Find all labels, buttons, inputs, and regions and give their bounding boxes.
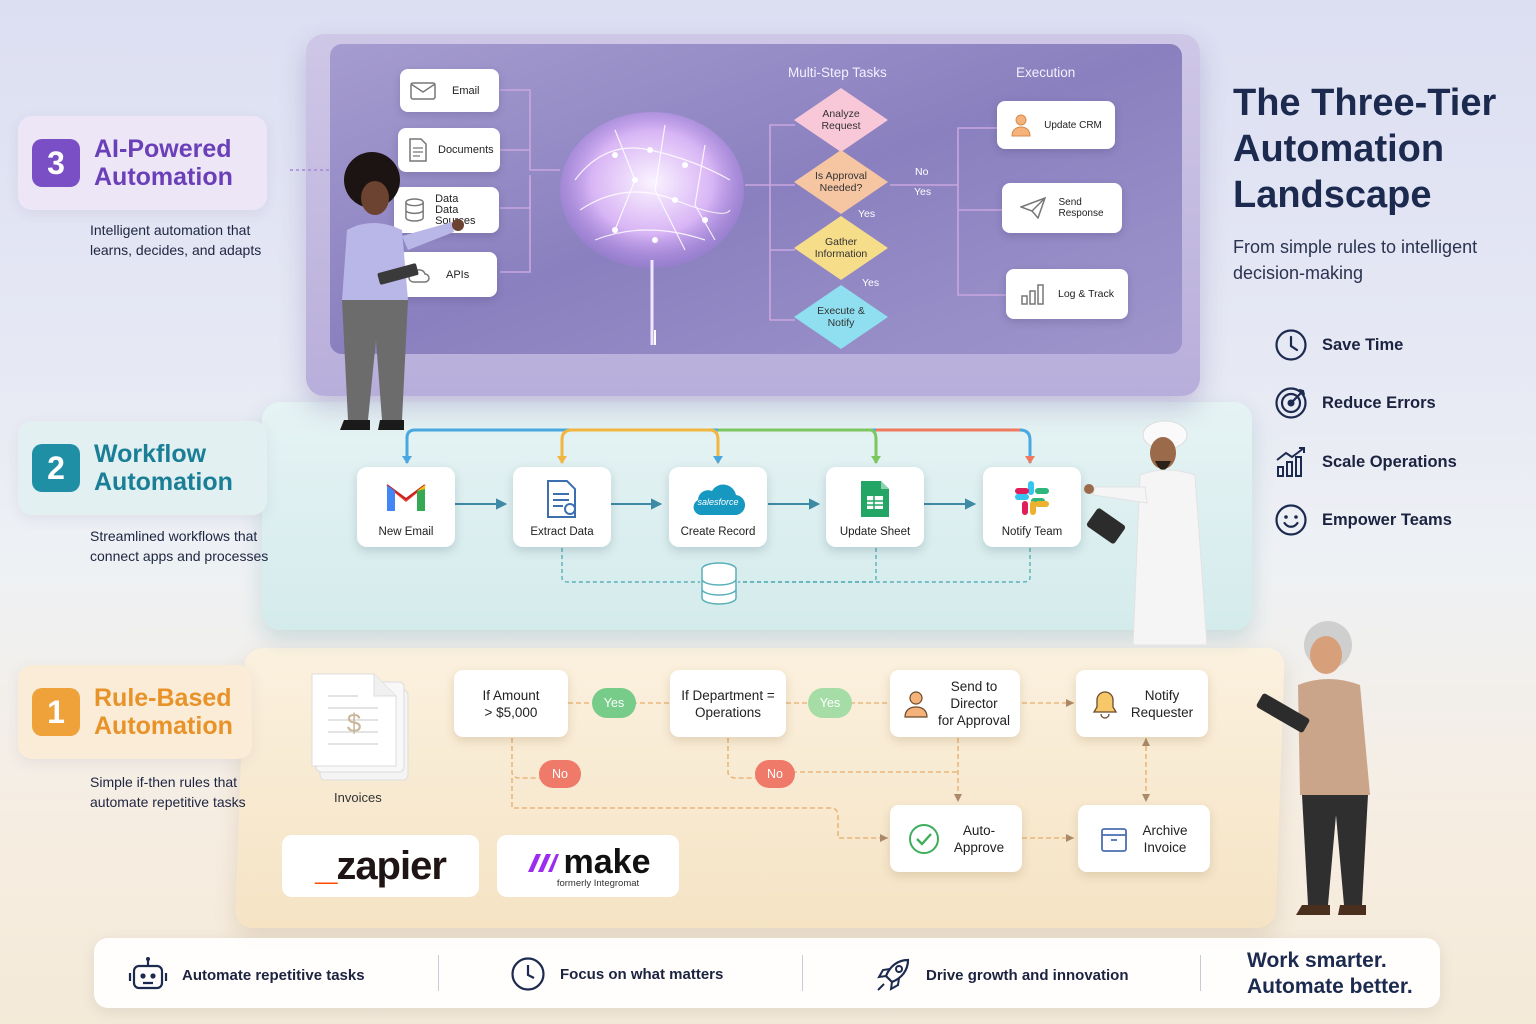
growth-chart-icon <box>1276 447 1305 477</box>
bottom-focus: Focus on what matters <box>510 956 723 992</box>
bottom-automate: Automate repetitive tasks <box>128 956 365 994</box>
document-scan-icon <box>547 480 576 518</box>
page-title: The Three-Tier Automation Landscape <box>1233 82 1497 216</box>
google-sheets-icon <box>861 481 889 517</box>
target-icon <box>1275 387 1307 419</box>
condition-amount[interactable]: If Amount> $5,000 <box>454 670 568 737</box>
label-yes-3: Yes <box>862 277 880 289</box>
rule-connectors <box>511 699 1150 842</box>
ai-input-email[interactable]: Email <box>400 69 499 112</box>
step-execute-notify: Execute &Notify <box>794 285 888 349</box>
ai-input-documents[interactable]: Documents <box>398 128 500 172</box>
tier2-number: 2 <box>32 444 80 492</box>
benefit-reduce-errors: Reduce Errors <box>1274 386 1436 420</box>
app-update-sheet[interactable]: Update Sheet <box>826 467 924 547</box>
svg-text:$: $ <box>347 708 362 738</box>
workflow-connectors <box>402 428 1035 583</box>
bar-chart-icon <box>1021 284 1044 305</box>
woman-presenter <box>340 152 464 430</box>
bottom-divider-3 <box>1200 955 1201 991</box>
archive-box-icon <box>1101 827 1128 852</box>
tagline: Work smarter. Automate better. <box>1247 949 1413 998</box>
tier3-card: 3 AI-Powered Automation <box>18 116 267 210</box>
smiley-icon <box>1275 504 1307 536</box>
clock-icon <box>1275 329 1307 361</box>
bottom-divider-2 <box>802 955 803 991</box>
check-circle-icon <box>908 823 939 854</box>
man-presenter <box>1084 420 1208 645</box>
exec-log-track[interactable]: Log & Track <box>1006 269 1128 319</box>
salesforce-logo-text: salesforce <box>697 497 738 507</box>
make-subtitle: formerly Integromat <box>556 878 640 889</box>
slack-icon <box>1015 481 1049 515</box>
person-icon <box>1011 114 1031 137</box>
benefit-scale-operations: Scale Operations <box>1274 445 1457 479</box>
benefit-empower-teams: Empower Teams <box>1274 503 1452 537</box>
tier1-number: 1 <box>32 688 80 736</box>
bottom-divider-1 <box>438 955 439 991</box>
app-create-record[interactable]: salesforce Create Record <box>669 467 767 547</box>
tier3-title-line1: AI-Powered <box>94 135 232 163</box>
data-label: Data <box>435 192 459 205</box>
invoices-label: Invoices <box>334 790 382 805</box>
tier2-title-line2: Automation <box>94 468 233 496</box>
gmail-icon <box>386 484 426 511</box>
bell-icon <box>1092 690 1117 719</box>
workflow-database-icon <box>701 562 737 605</box>
app-notify-team[interactable]: Notify Team <box>983 467 1081 547</box>
make-logo: make formerly Integromat <box>497 835 679 897</box>
multi-step-header: Multi-Step Tasks <box>788 65 887 80</box>
bottom-bar <box>94 938 1440 1008</box>
benefit-save-time: Save Time <box>1274 328 1403 362</box>
label-yes-1: Yes <box>914 186 932 198</box>
ai-connectors <box>290 89 1007 345</box>
tier2-title-line1: Workflow <box>94 440 207 468</box>
tier1-card: 1 Rule-Based Automation <box>18 665 252 759</box>
condition-department[interactable]: If Department =Operations <box>670 670 786 737</box>
clock-icon <box>511 957 545 991</box>
older-man-reader <box>1256 621 1370 915</box>
rocket-icon <box>877 958 910 991</box>
no-pill-2: No <box>755 760 795 788</box>
document-icon <box>409 138 427 162</box>
tier2-card: 2 Workflow Automation <box>18 421 267 515</box>
no-pill-1: No <box>539 760 581 788</box>
execution-header: Execution <box>1016 65 1076 80</box>
bottom-growth: Drive growth and innovation <box>874 956 1129 994</box>
paper-plane-icon <box>1020 197 1047 219</box>
person-icon <box>904 690 928 718</box>
invoices-stack-icon: $ <box>311 673 409 781</box>
yes-pill-2: Yes <box>808 688 852 718</box>
tier1-title-line2: Automation <box>94 712 233 740</box>
tier1-title-line1: Rule-Based <box>94 684 232 712</box>
app-new-email[interactable]: New Email <box>357 467 455 547</box>
envelope-icon <box>410 81 436 100</box>
tier3-number: 3 <box>32 139 80 187</box>
tier3-title-line2: Automation <box>94 163 233 191</box>
app-extract-data[interactable]: Extract Data <box>513 467 611 547</box>
zapier-logo: _zapier <box>282 835 479 897</box>
label-yes-2: Yes <box>858 208 876 220</box>
page-subtitle: From simple rules to intelligent decisio… <box>1233 237 1478 283</box>
exec-update-crm[interactable]: Update CRM <box>997 101 1115 149</box>
label-no: No <box>915 166 929 178</box>
robot-icon <box>128 957 168 990</box>
brain-icon <box>560 112 744 345</box>
salesforce-cloud-icon: salesforce <box>693 484 746 516</box>
make-mark-icon <box>527 853 559 872</box>
database-icon <box>405 198 424 222</box>
auto-approve[interactable]: Auto-Approve <box>890 805 1022 872</box>
yes-pill-1: Yes <box>592 688 636 718</box>
